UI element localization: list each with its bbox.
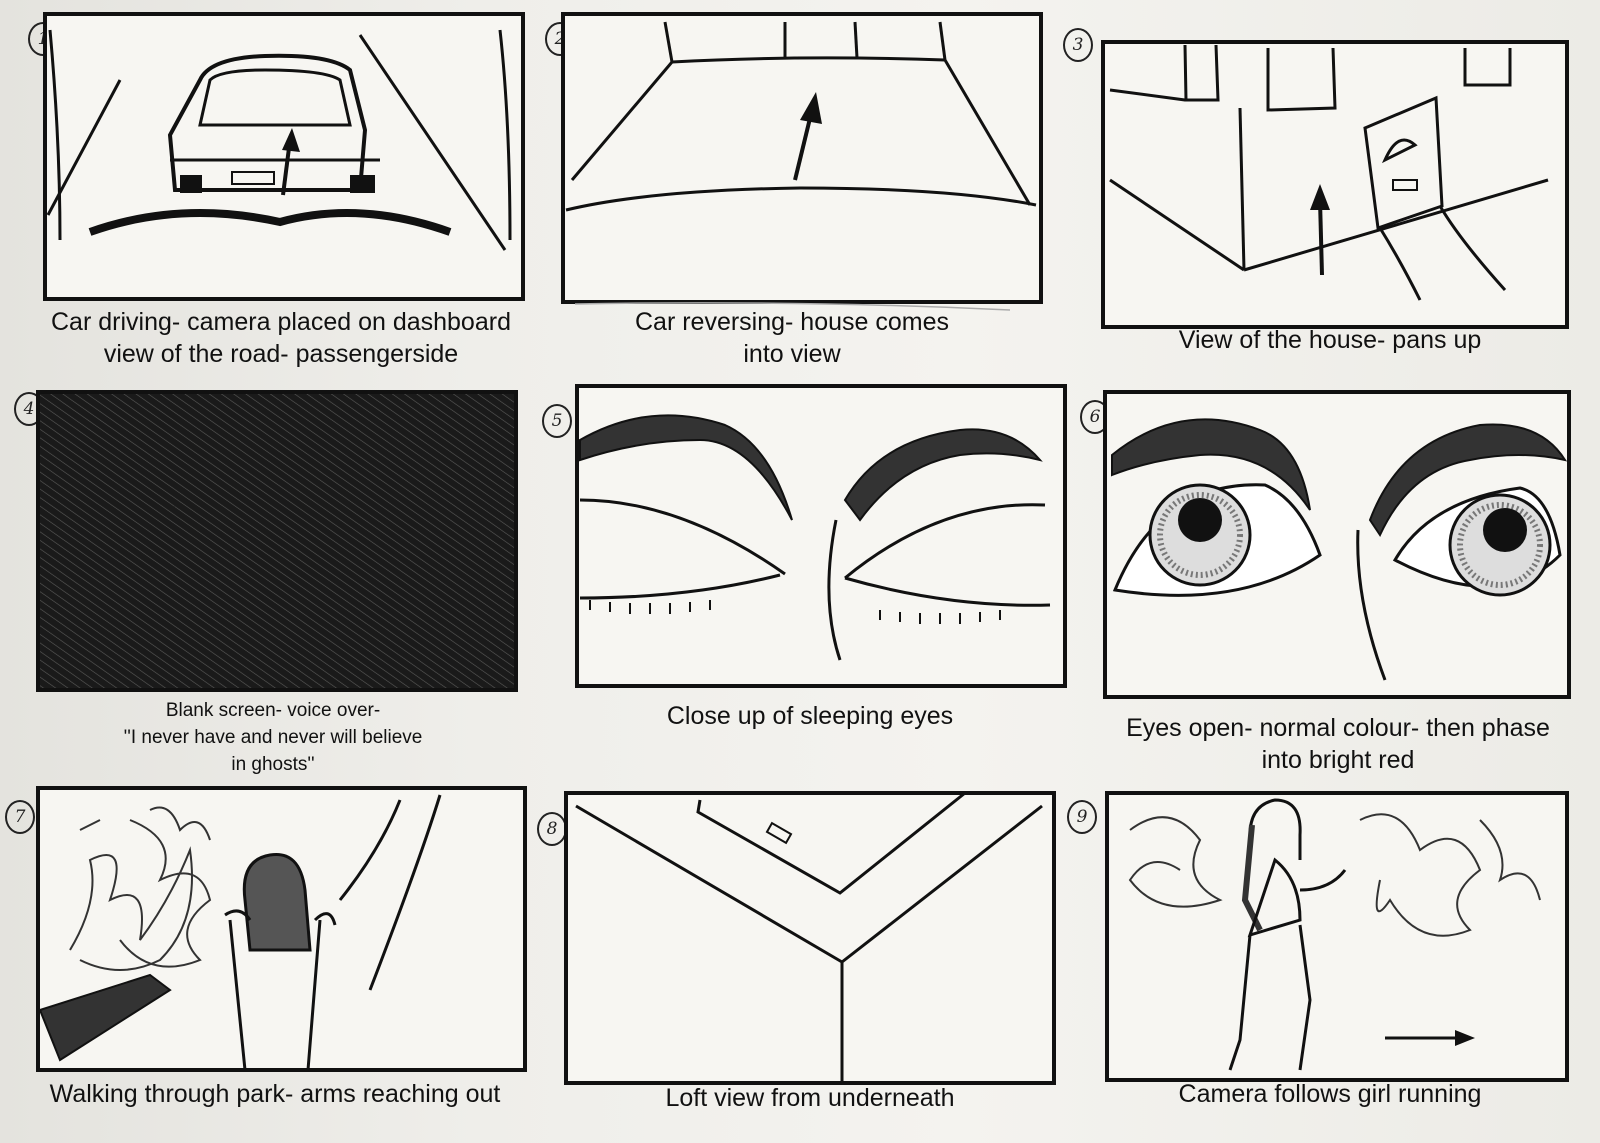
panel-number-7: 7 <box>5 800 35 834</box>
nose-line <box>827 519 842 661</box>
panel-6-caption: Eyes open- normal colour- then phase int… <box>1126 714 1550 774</box>
blank-screen-blackout <box>36 390 518 692</box>
panel-7-caption: Walking through park- arms reaching out <box>49 1080 501 1108</box>
panel-6-drawing <box>1103 390 1571 699</box>
panel-5-caption: Close up of sleeping eyes <box>666 702 954 730</box>
loft-hatch-icon <box>765 821 793 845</box>
right-eyebrow <box>1368 423 1568 538</box>
scribbled-trees <box>69 806 212 971</box>
panel-8-caption: Loft view from underneath <box>665 1084 955 1112</box>
panel-4-caption: Blank screen- voice over- ''I never have… <box>123 700 423 775</box>
panel-3-drawing <box>1101 40 1569 329</box>
panel-1-caption: Car driving- camera placed on dashboard … <box>51 308 511 368</box>
panel-3-caption: View of the house- pans up <box>1178 326 1482 354</box>
panel-number-3: 3 <box>1063 28 1093 62</box>
dashboard-edge <box>88 209 452 236</box>
scribbled-trees <box>1128 813 1541 937</box>
camera-direction-arrow <box>281 128 300 196</box>
panel-1-drawing <box>43 12 525 301</box>
camera-direction-arrow <box>793 92 822 181</box>
motion-direction-arrow <box>1385 1030 1475 1046</box>
panel-5-drawing <box>575 384 1067 688</box>
road-edge-left <box>48 29 62 241</box>
panel-9-drawing <box>1105 791 1569 1082</box>
right-eyebrow <box>843 428 1043 522</box>
panel-2-drawing <box>561 12 1043 311</box>
reaching-arms <box>38 973 172 1062</box>
girl-from-behind <box>224 852 337 1071</box>
panel-7-drawing <box>36 786 527 1072</box>
right-closed-eye <box>844 503 1051 624</box>
panel-4-drawing <box>36 390 518 692</box>
nose-line <box>1356 529 1387 681</box>
panel-2-caption: Car reversing- house comes into view <box>634 308 949 368</box>
left-eyebrow <box>1111 418 1311 511</box>
running-girl <box>1228 798 1347 1071</box>
right-open-eye-icon <box>1392 486 1562 597</box>
panel-9-caption: Camera follows girl running <box>1178 1080 1482 1108</box>
panel-number-5: 5 <box>542 404 572 438</box>
panel-number-9: 9 <box>1067 800 1097 834</box>
left-closed-eye <box>579 498 786 614</box>
camera-direction-arrow <box>1310 184 1330 276</box>
left-eyebrow <box>579 414 793 521</box>
left-open-eye-icon <box>1112 483 1322 597</box>
door-icon <box>1363 95 1444 231</box>
car-icon <box>167 53 380 193</box>
panel-8-drawing <box>564 791 1056 1085</box>
